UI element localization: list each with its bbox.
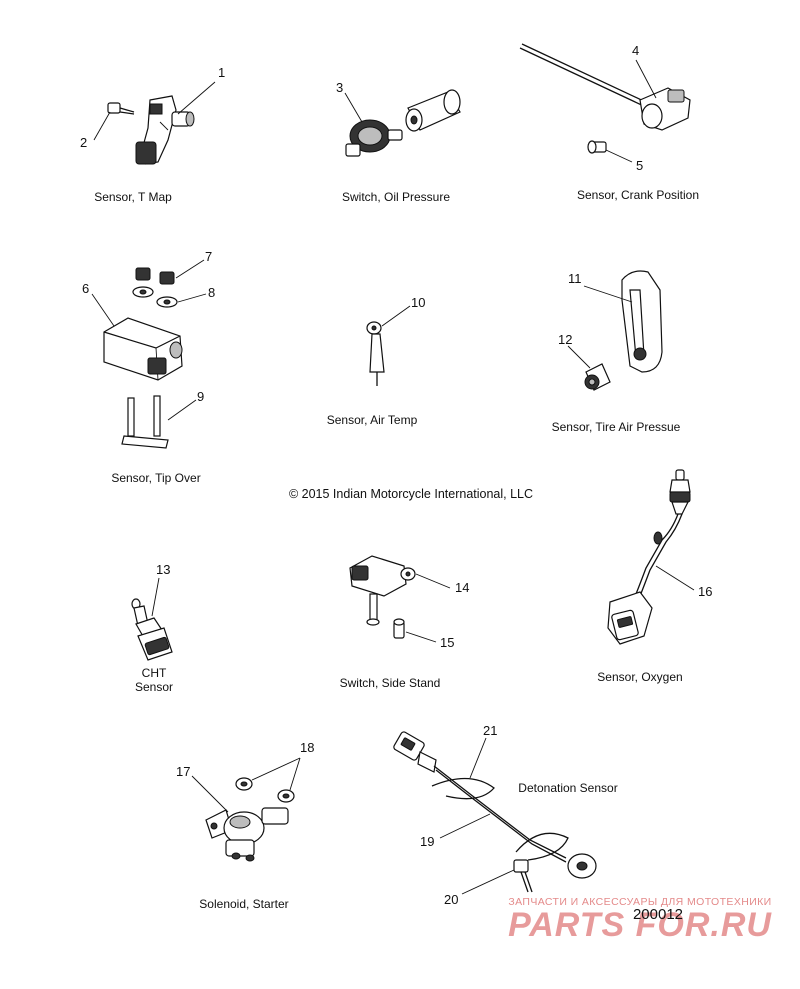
tip-over-nut-left bbox=[132, 267, 154, 298]
callout-16: 16 bbox=[698, 584, 712, 599]
callout-20: 20 bbox=[444, 892, 458, 907]
callout-11: 11 bbox=[568, 271, 582, 286]
callout-15: 15 bbox=[440, 635, 454, 650]
callout-4: 4 bbox=[632, 43, 639, 58]
detonation-sensor-group: 21 19 20 Detonation Sensor bbox=[393, 723, 618, 907]
callout-8: 8 bbox=[208, 285, 215, 300]
crank-position-screw-part bbox=[587, 140, 607, 154]
oil-pressure-switch-group: 3 Switch, Oil Pressure bbox=[336, 80, 461, 204]
tire-air-sensor-part bbox=[621, 270, 663, 373]
callout-1: 1 bbox=[218, 65, 225, 80]
caption-cht-line2: Sensor bbox=[135, 680, 173, 694]
watermark-subtitle: ЗАПЧАСТИ И АКСЕССУАРЫ ДЛЯ МОТОТЕХНИКИ bbox=[508, 896, 771, 908]
cht-sensor-part bbox=[131, 598, 173, 661]
callout-10: 10 bbox=[411, 295, 425, 310]
copyright-notice: © 2015 Indian Motorcycle International, … bbox=[289, 487, 533, 501]
tire-air-screw-part bbox=[584, 363, 611, 391]
watermark: ЗАПЧАСТИ И АКСЕССУАРЫ ДЛЯ МОТОТЕХНИКИ PA… bbox=[508, 896, 772, 944]
side-stand-pin-part bbox=[366, 593, 380, 626]
starter-solenoid-group: 17 18 Solenoid, Starter bbox=[176, 740, 314, 911]
side-stand-switch-part bbox=[349, 555, 416, 597]
callout-7: 7 bbox=[205, 249, 212, 264]
caption-tip-over: Sensor, Tip Over bbox=[111, 471, 200, 485]
caption-tire-air: Sensor, Tire Air Pressue bbox=[552, 420, 681, 434]
starter-nut-right bbox=[277, 789, 295, 803]
tip-over-group: 6 7 8 9 Sensor, Tip Over bbox=[82, 249, 215, 485]
caption-starter: Solenoid, Starter bbox=[199, 897, 288, 911]
caption-oxygen: Sensor, Oxygen bbox=[597, 670, 682, 684]
air-temp-sensor-part bbox=[366, 321, 385, 386]
callout-14: 14 bbox=[455, 580, 469, 595]
air-temp-group: 10 Sensor, Air Temp bbox=[327, 295, 426, 427]
side-stand-spacer-part bbox=[393, 618, 405, 639]
crank-position-group: 4 5 Sensor, Crank Position bbox=[519, 43, 699, 202]
tip-over-sensor-part bbox=[103, 317, 183, 381]
oxygen-sensor-group: 16 Sensor, Oxygen bbox=[597, 469, 712, 684]
callout-12: 12 bbox=[558, 332, 572, 347]
t-map-sensor-part bbox=[135, 95, 195, 165]
callout-17: 17 bbox=[176, 764, 190, 779]
callout-2: 2 bbox=[80, 135, 87, 150]
detonation-sensor-part bbox=[393, 731, 597, 879]
starter-solenoid-part bbox=[205, 807, 289, 862]
tire-air-group: 11 12 Sensor, Tire Air Pressue bbox=[552, 270, 681, 434]
t-map-screw-part bbox=[107, 102, 135, 115]
callout-9: 9 bbox=[197, 389, 204, 404]
callout-18: 18 bbox=[300, 740, 314, 755]
callout-6: 6 bbox=[82, 281, 89, 296]
caption-side-stand: Switch, Side Stand bbox=[340, 676, 441, 690]
callout-5: 5 bbox=[636, 158, 643, 173]
callout-19: 19 bbox=[420, 834, 434, 849]
detonation-clip-lower bbox=[515, 832, 569, 861]
callout-13: 13 bbox=[156, 562, 170, 577]
t-map-sensor-group: 1 2 Sensor, T Map bbox=[80, 65, 225, 204]
cht-sensor-group: 13 CHT Sensor bbox=[131, 562, 173, 694]
caption-oil-pressure: Switch, Oil Pressure bbox=[342, 190, 450, 204]
side-stand-group: 14 15 Switch, Side Stand bbox=[340, 555, 469, 690]
callout-21: 21 bbox=[483, 723, 497, 738]
detonation-clip-upper bbox=[431, 777, 495, 800]
detonation-bolt-part bbox=[513, 859, 533, 893]
tip-over-bracket-part bbox=[121, 395, 169, 449]
reference-number: 200012 bbox=[633, 906, 683, 923]
tip-over-nut-right bbox=[156, 271, 178, 308]
caption-t-map: Sensor, T Map bbox=[94, 190, 172, 204]
caption-detonation: Detonation Sensor bbox=[518, 781, 617, 795]
callout-3: 3 bbox=[336, 80, 343, 95]
oxygen-sensor-part bbox=[607, 469, 691, 645]
crank-position-sensor-part bbox=[519, 43, 691, 131]
caption-crank-position: Sensor, Crank Position bbox=[577, 188, 699, 202]
oil-pressure-sleeve-part bbox=[405, 89, 461, 132]
oil-pressure-switch-part bbox=[345, 119, 403, 157]
caption-cht-line1: CHT bbox=[142, 666, 167, 680]
watermark-logo-text: PARTS FOR.RU bbox=[508, 906, 772, 944]
starter-nut-left bbox=[235, 777, 253, 791]
caption-air-temp: Sensor, Air Temp bbox=[327, 413, 418, 427]
